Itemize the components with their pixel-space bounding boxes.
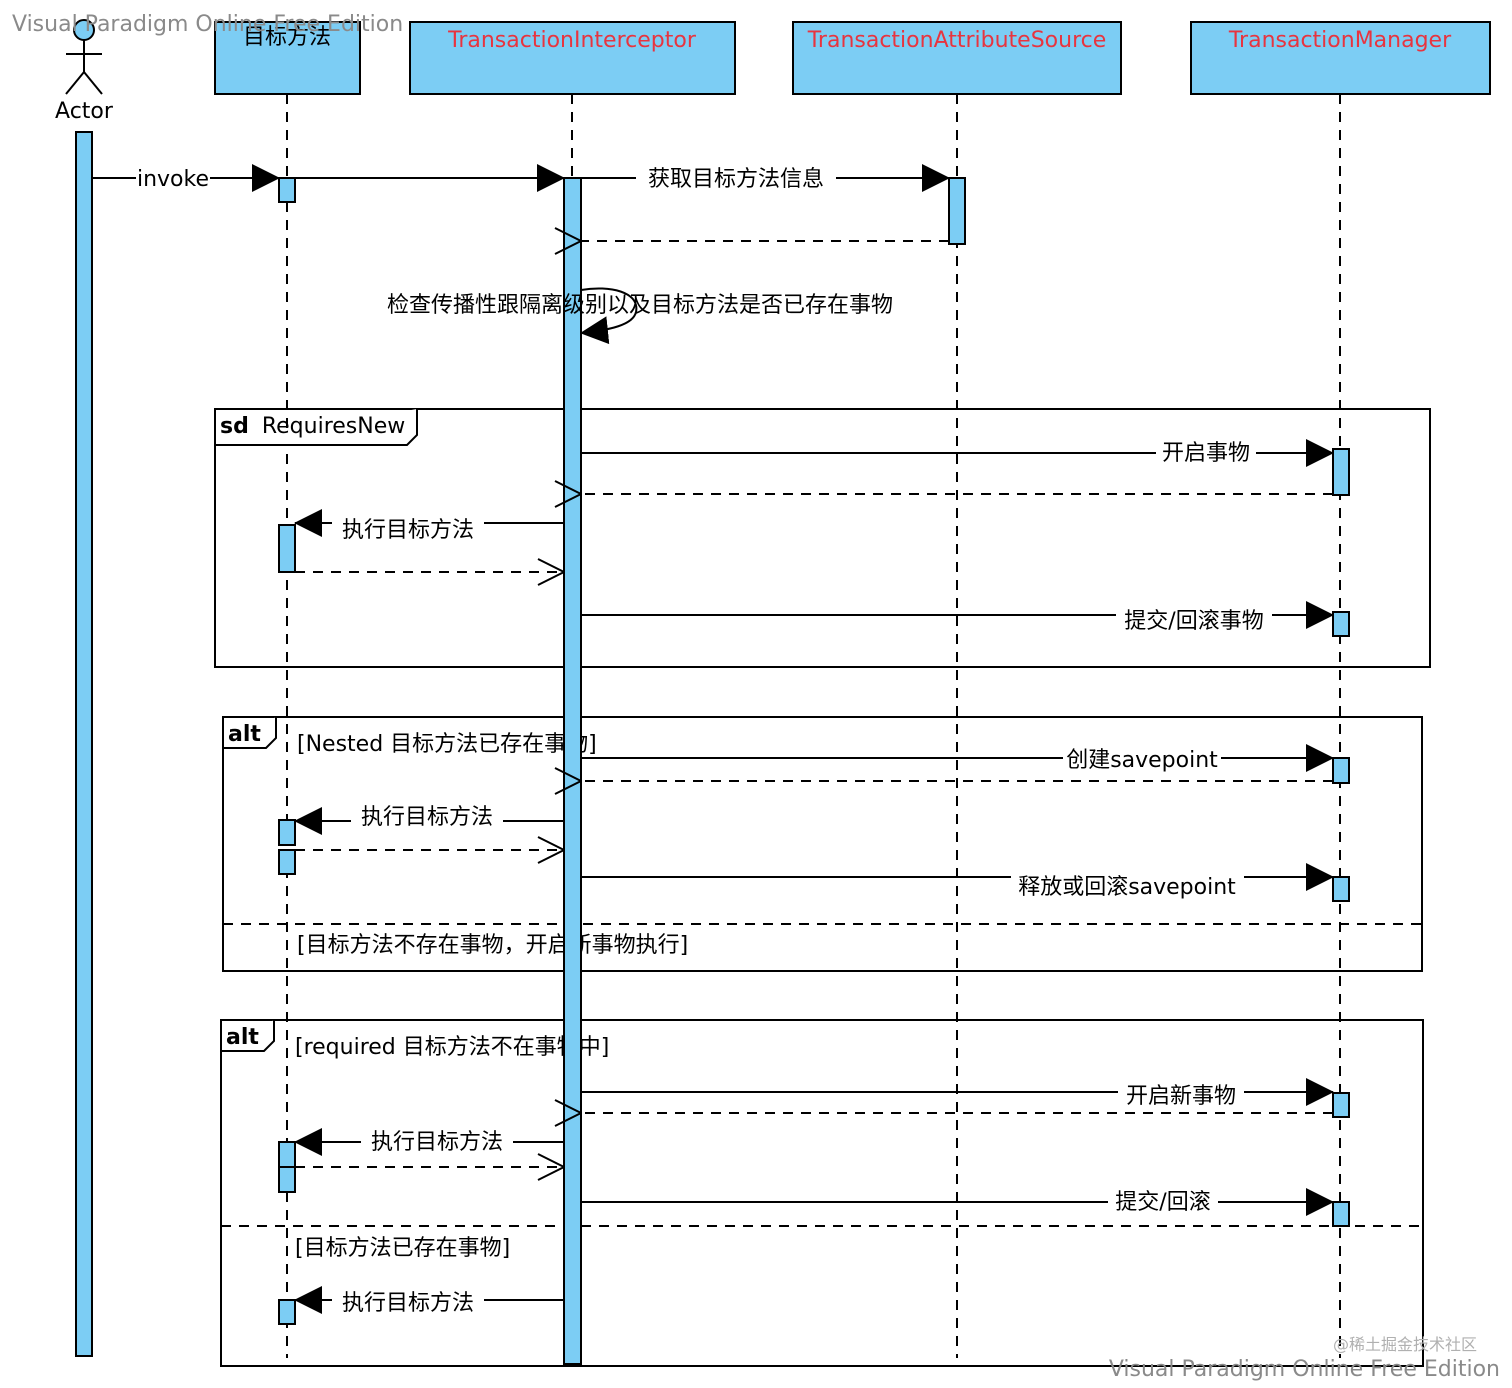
guard-1: [Nested 目标方法已存在事物]	[297, 732, 597, 757]
participant-transaction-interceptor[interactable]: TransactionInterceptor	[409, 21, 736, 95]
message-create-savepoint: 创建savepoint	[1066, 748, 1218, 773]
message-invoke: invoke	[137, 167, 209, 192]
frame-name: RequiresNew	[262, 414, 405, 439]
watermark-site: @稀土掘金技术社区	[1333, 1335, 1477, 1354]
message-lines	[92, 164, 1334, 1314]
activation-target-3a	[278, 819, 296, 846]
activation-interceptor	[563, 177, 582, 1365]
message-exec-2: 执行目标方法	[361, 805, 493, 830]
participant-target-method[interactable]: 目标方法	[214, 21, 361, 95]
guard-1: [required 目标方法不在事物中]	[295, 1035, 609, 1060]
frame-alt-nested: alt [Nested 目标方法已存在事物] [目标方法不存在事物，开启新事物执…	[222, 716, 1423, 972]
participant-label: TransactionManager	[1228, 28, 1452, 53]
activation-target-5	[278, 1299, 296, 1325]
activation-tm-6	[1332, 1201, 1350, 1227]
svg-text:sd RequiresNew: sd RequiresNew	[220, 414, 405, 439]
activation-tm-2	[1332, 611, 1350, 637]
guard-2: [目标方法不存在事物，开启新事物执行]	[297, 933, 688, 958]
actor-label: Actor	[55, 99, 114, 124]
message-labels: invoke 获取目标方法信息 检查传播性跟隔离级别以及目标方法是否已存在事物 …	[136, 164, 1272, 1317]
message-exec-3: 执行目标方法	[371, 1130, 503, 1155]
activation-attribute-source	[948, 177, 966, 245]
lifelines	[286, 94, 1341, 1358]
actor-leg-left	[65, 71, 85, 95]
activation-target-1	[278, 177, 296, 203]
actor-leg-right	[83, 71, 103, 95]
watermark-bottom: Visual Paradigm Online Free Edition	[1109, 1357, 1500, 1382]
message-check: 检查传播性跟隔离级别以及目标方法是否已存在事物	[387, 293, 893, 318]
message-get-info: 获取目标方法信息	[648, 167, 824, 192]
message-commit-2: 提交/回滚	[1115, 1190, 1210, 1215]
message-exec-1: 执行目标方法	[342, 518, 474, 543]
message-start-tx: 开启事物	[1162, 441, 1250, 466]
message-start-new: 开启新事物	[1126, 1084, 1236, 1109]
activation-tm-3	[1332, 757, 1350, 784]
participant-transaction-attribute-source[interactable]: TransactionAttributeSource	[792, 21, 1122, 95]
activation-tm-1	[1332, 448, 1350, 496]
activation-actor	[75, 131, 93, 1357]
participant-label: TransactionInterceptor	[447, 28, 697, 53]
watermark-top: Visual Paradigm Online Free Edition	[12, 12, 403, 37]
frame-alt-required: alt [required 目标方法不在事物中] [目标方法已存在事物]	[220, 1019, 1424, 1367]
frame-sd-requires-new: sd RequiresNew	[214, 408, 1431, 668]
activation-target-2	[278, 524, 296, 573]
frame-keyword: alt	[228, 722, 261, 747]
message-release-savepoint: 释放或回滚savepoint	[1018, 875, 1236, 900]
activation-target-3b	[278, 849, 296, 875]
activation-tm-5	[1332, 1092, 1350, 1118]
frame-keyword: sd	[220, 414, 249, 439]
frame-keyword: alt	[226, 1025, 259, 1050]
activation-tm-4	[1332, 876, 1350, 902]
participant-transaction-manager[interactable]: TransactionManager	[1190, 21, 1491, 95]
participant-label: 目标方法	[243, 25, 331, 50]
guard-2: [目标方法已存在事物]	[295, 1236, 510, 1261]
activation-target-4a	[278, 1141, 296, 1168]
participant-label: TransactionAttributeSource	[807, 28, 1107, 53]
actor[interactable]: Actor	[55, 19, 114, 124]
message-commit-1: 提交/回滚事物	[1124, 609, 1263, 634]
activation-target-4b	[278, 1166, 296, 1193]
message-exec-4: 执行目标方法	[342, 1291, 474, 1316]
